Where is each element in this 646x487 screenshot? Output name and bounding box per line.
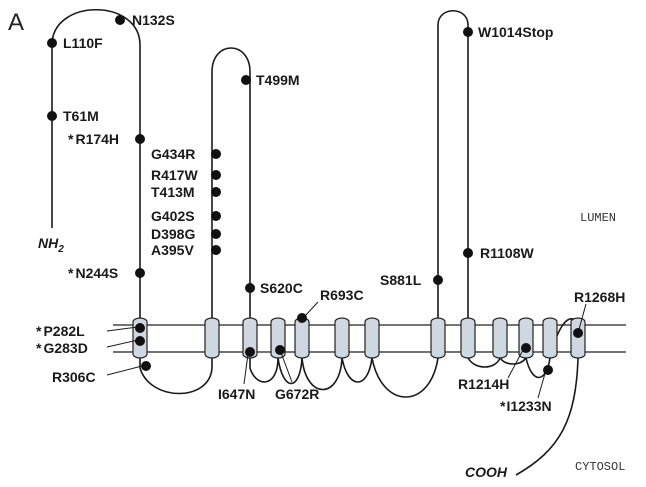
tm-helix-8 [431,318,445,358]
asterisk-i1233n: * [500,398,506,414]
mutation-label-d398g: D398G [151,226,195,242]
mutation-label-w1014stop: W1014Stop [478,24,553,40]
mutation-dot-p282l [135,323,145,333]
mutation-dot-g283d [135,336,145,346]
mutation-dot-d398g [211,229,221,239]
mutation-label-i1233n: *I1233N [500,398,552,414]
panel-label: A [8,9,24,36]
mutation-label-i647n: I647N [218,386,255,402]
mutation-dot-l110f [47,38,57,48]
mutation-name-n244s: N244S [75,265,118,281]
n-terminus-sub: 2 [57,244,64,255]
tm-helix-6 [335,318,349,358]
mutation-label-r306c: R306C [52,369,96,385]
mutation-dot-n132s [115,15,125,25]
mutation-dot-r1108w [463,248,473,258]
mutation-dot-r306c [141,361,151,371]
mutation-label-r174h: *R174H [68,131,119,147]
mutation-dot-r693c [297,313,307,323]
mutation-label-r417w: R417W [151,167,198,183]
mutation-dot-a395v [211,245,221,255]
mutation-dot-r174h [135,134,145,144]
c-terminus-label: COOH [465,464,508,480]
mutation-label-s881l: S881L [380,272,422,288]
asterisk-p282l: * [36,323,42,339]
tm-helix-5 [295,318,309,358]
mutation-name-i1233n: I1233N [506,398,551,414]
mutation-label-p282l: *P282L [36,323,85,339]
leader-r306c [107,366,142,375]
mutation-dot-r1214h [521,343,531,353]
mutation-dot-t499m [241,75,251,85]
mutation-dot-r417w [211,170,221,180]
leader-i1233n [538,370,546,398]
mutation-label-t413m: T413M [151,184,195,200]
mutation-label-l110f: L110F [63,35,103,51]
mutation-dot-i1233n [543,365,553,375]
mutation-label-t499m: T499M [256,72,300,88]
mutation-dot-s881l [433,275,443,285]
tm-helix-7 [365,318,379,358]
tm-helix-9 [461,318,475,358]
asterisk-g283d: * [36,340,42,356]
mutation-dot-n244s [135,268,145,278]
tm-helix-10 [493,318,507,358]
mutation-dot-g672r [275,345,285,355]
asterisk-r174h: * [68,131,74,147]
mutation-dot-r1268h [573,328,583,338]
mutation-label-t61m: T61M [63,108,99,124]
mutation-dot-g402s [211,211,221,221]
mutation-label-r1268h: R1268H [574,289,625,305]
mutation-name-g283d: G283D [43,340,87,356]
cytosol-label: CYTOSOL [575,460,625,474]
n-terminus-main: NH [38,235,59,251]
mutation-dot-w1014stop [463,27,473,37]
mutation-label-a395v: A395V [151,242,194,258]
tm-helix-12 [543,318,557,358]
mutation-label-g434r: G434R [151,146,195,162]
mutation-dot-i647n [245,347,255,357]
mutation-label-g402s: G402S [151,208,195,224]
mutation-label-r693c: R693C [320,287,364,303]
mutation-dot-t61m [47,111,57,121]
mutation-label-r1108w: R1108W [480,245,534,261]
mutation-dot-s620c [245,283,255,293]
mutation-dot-g434r [211,149,221,159]
leader-g672r [280,350,292,382]
mutation-name-p282l: P282L [43,323,85,339]
mutation-label-s620c: S620C [260,280,303,296]
tm-helix-2 [205,318,219,358]
leader-i647n [244,354,248,384]
mutation-label-g283d: *G283D [36,340,88,356]
mutation-label-n244s: *N244S [68,265,118,281]
mutation-name-r174h: R174H [75,131,119,147]
asterisk-n244s: * [68,265,74,281]
lumen-label: LUMEN [580,211,616,225]
mutation-label-r1214h: R1214H [458,376,509,392]
mutation-dot-t413m [211,187,221,197]
mutation-label-g672r: G672R [275,386,319,402]
mutation-label-n132s: N132S [132,12,175,28]
leader-r693c [304,302,318,317]
n-terminus-label: NH2 [38,235,64,255]
